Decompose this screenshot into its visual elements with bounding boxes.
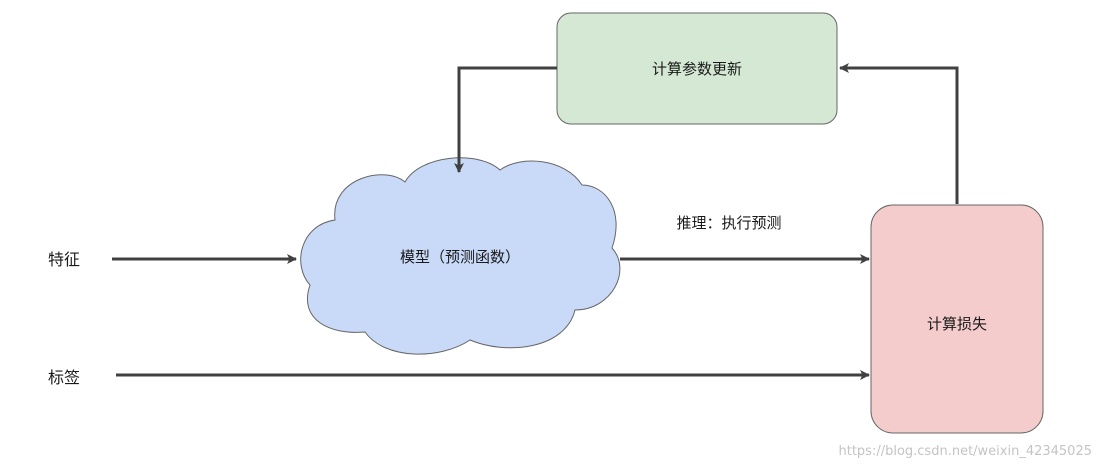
model-cloud-shape (300, 157, 621, 355)
features-label: 特征 (48, 250, 80, 269)
model-label: 模型（预测函数） (400, 248, 520, 266)
parameter-update-label: 计算参数更新 (652, 60, 742, 78)
compute-loss-box (870, 204, 1044, 434)
node-compute-loss: 计算损失 (870, 204, 1044, 434)
node-parameter-update: 计算参数更新 (556, 12, 838, 125)
arrows (112, 63, 959, 380)
compute-loss-label: 计算损失 (927, 315, 987, 333)
arrow-loss-to-update (839, 63, 959, 204)
node-model: 模型（预测函数） (300, 157, 621, 355)
inference-edge-label: 推理：执行预测 (676, 214, 781, 232)
watermark-text: https://blog.csdn.net/weixin_42345025 (838, 444, 1092, 459)
arrow-update-to-model (454, 66, 557, 173)
labels-label: 标签 (48, 368, 80, 387)
